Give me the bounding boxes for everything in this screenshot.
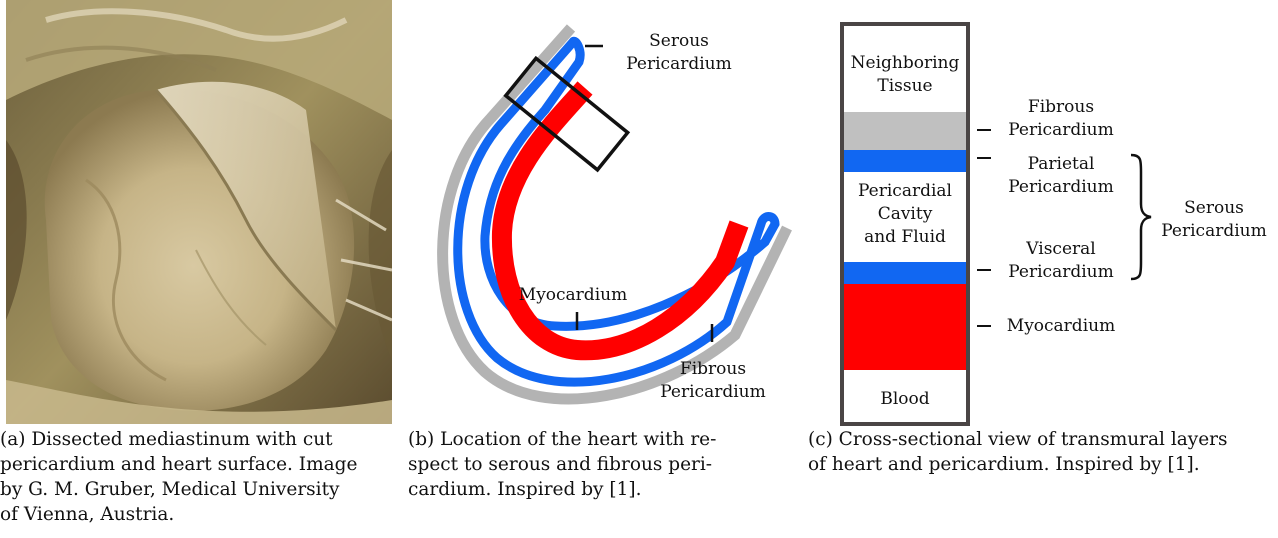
layer-neighboring-tissue: Neighboring Tissue — [844, 26, 966, 112]
caption-a-line: of Vienna, Austria. — [0, 502, 386, 527]
caption-b: (b) Location of the heart with re- spect… — [408, 427, 788, 502]
caption-b-line: spect to serous and fibrous peri- — [408, 452, 788, 477]
label-line: Pericardium — [614, 53, 744, 76]
panel-c: Neighboring Tissue Pericardial Cavity an… — [805, 0, 1278, 538]
label-fibrous-pericardium-b: Fibrous Pericardium — [648, 358, 778, 404]
caption-a-line: by G. M. Gruber, Medical University — [0, 477, 386, 502]
fibrous-tick — [977, 129, 991, 131]
label-line: Parietal — [996, 153, 1126, 176]
label-line: Myocardium — [503, 284, 643, 307]
label-line: Pericardium — [996, 176, 1126, 199]
layer-fibrous — [844, 112, 966, 150]
label-line: Serous — [614, 30, 744, 53]
myocardium-tick — [977, 325, 991, 327]
label-line: Fibrous — [648, 358, 778, 381]
layer-blood: Blood — [844, 370, 966, 422]
layer-label: and Fluid — [844, 226, 966, 249]
caption-c-line: (c) Cross-sectional view of transmural l… — [808, 427, 1278, 452]
parietal-tick — [977, 157, 991, 159]
panel-a: (a) Dissected mediastinum with cut peric… — [0, 0, 400, 538]
caption-b-line: cardium. Inspired by [1]. — [408, 477, 788, 502]
caption-a-line: pericardium and heart surface. Image — [0, 452, 386, 477]
layer-visceral — [844, 262, 966, 284]
label-myocardium-c: Myocardium — [996, 315, 1126, 338]
label-parietal-pericardium: Parietal Pericardium — [996, 153, 1126, 199]
label-visceral-pericardium: Visceral Pericardium — [996, 238, 1126, 284]
label-line: Myocardium — [996, 315, 1126, 338]
visceral-tick — [977, 269, 991, 271]
label-line: Fibrous — [996, 96, 1126, 119]
label-line: Serous — [1149, 197, 1278, 220]
layer-parietal — [844, 150, 966, 172]
label-serous-pericardium-c: Serous Pericardium — [1149, 197, 1278, 243]
label-myocardium-b: Myocardium — [503, 284, 643, 307]
label-line: Pericardium — [996, 261, 1126, 284]
heart-location-diagram — [405, 0, 805, 420]
label-line: Visceral — [996, 238, 1126, 261]
dissected-heart-photo — [6, 0, 392, 424]
caption-a-line: (a) Dissected mediastinum with cut — [0, 427, 386, 452]
layer-label: Pericardial — [844, 180, 966, 203]
cross-section-column: Neighboring Tissue Pericardial Cavity an… — [840, 22, 970, 426]
layer-label: Tissue — [844, 75, 966, 98]
layer-label: Neighboring — [844, 52, 966, 75]
layer-myocardium — [844, 284, 966, 370]
caption-a: (a) Dissected mediastinum with cut peric… — [0, 427, 386, 527]
caption-c: (c) Cross-sectional view of transmural l… — [808, 427, 1278, 477]
caption-c-line: of heart and pericardium. Inspired by [1… — [808, 452, 1278, 477]
label-line: Pericardium — [1149, 220, 1278, 243]
label-serous-pericardium-b: Serous Pericardium — [614, 30, 744, 76]
label-fibrous-pericardium-c: Fibrous Pericardium — [996, 96, 1126, 142]
layer-pericardial-cavity: Pericardial Cavity and Fluid — [844, 172, 966, 262]
label-line: Pericardium — [648, 381, 778, 404]
layer-label: Cavity — [844, 203, 966, 226]
panel-b: Serous Pericardium Myocardium Fibrous Pe… — [405, 0, 805, 538]
label-line: Pericardium — [996, 119, 1126, 142]
layer-label: Blood — [844, 388, 966, 411]
caption-b-line: (b) Location of the heart with re- — [408, 427, 788, 452]
